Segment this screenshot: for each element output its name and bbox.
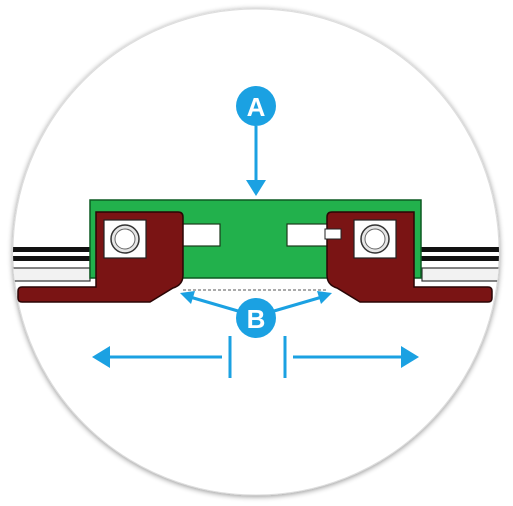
- callout-a-arrowhead: [246, 180, 266, 196]
- right-latch: [324, 211, 493, 303]
- callout-b-right-arrowhead: [317, 291, 332, 304]
- right-direction-arrow: [283, 336, 419, 378]
- left-latch: [17, 211, 184, 303]
- callout-b-left-arrow: [189, 295, 239, 313]
- callout-b-label: B: [247, 304, 266, 334]
- callout-b-left-arrowhead: [180, 291, 195, 304]
- right-rail: [420, 247, 499, 282]
- left-direction-arrow: [92, 336, 232, 378]
- left-rail: [13, 247, 96, 282]
- callout-a-label: A: [247, 92, 266, 122]
- callout-b-circle: [236, 298, 276, 338]
- callout-a-circle: [236, 86, 276, 126]
- callout-b-right-arrow: [273, 295, 323, 313]
